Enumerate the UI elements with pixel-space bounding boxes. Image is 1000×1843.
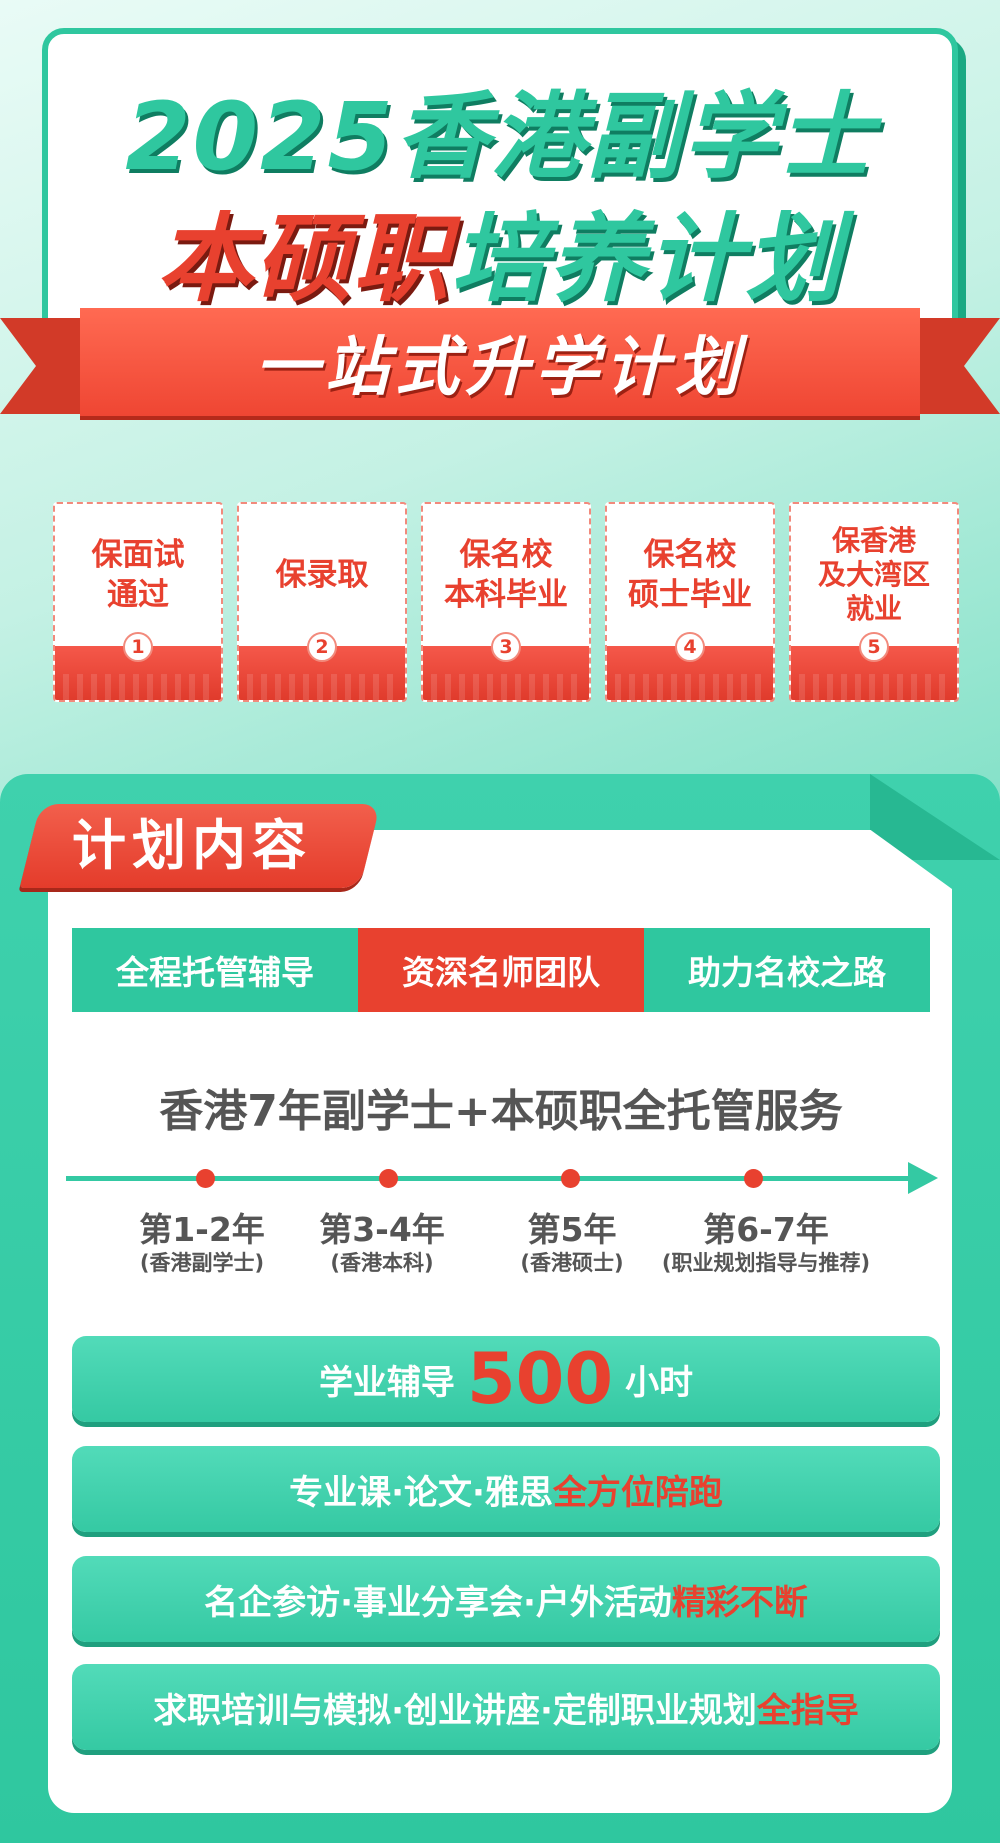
timeline-stage: 第1-2年 (香港副学士) — [82, 1210, 322, 1276]
timeline-year: 第1-2年 — [139, 1210, 265, 1249]
promise-card: 保名校 硕士毕业 4 — [605, 502, 775, 702]
timeline-year: 第6-7年 — [703, 1210, 829, 1249]
promise-card: 保名校 本科毕业 3 — [421, 502, 591, 702]
benefit-hours-number: 500 — [466, 1338, 614, 1420]
tab-senior-teachers[interactable]: 资深名师团队 — [358, 928, 644, 1012]
timeline-arrow-icon — [908, 1162, 938, 1194]
benefit-courses: 专业课·论文·雅思全方位陪跑 — [72, 1446, 940, 1532]
benefit-text: 专业课·论文·雅思 — [289, 1472, 553, 1513]
timeline-stage: 第3-4年 (香港本科) — [262, 1210, 502, 1276]
header-card: 2025香港副学士 本硕职培养计划 — [42, 28, 958, 348]
timeline-sub: (香港本科) — [330, 1251, 434, 1275]
title-red-part: 本硕职 — [157, 203, 451, 315]
feature-tabs: 全程托管辅导 资深名师团队 助力名校之路 — [72, 928, 930, 1012]
tab-top-schools[interactable]: 助力名校之路 — [644, 928, 930, 1012]
promise-number: 4 — [675, 632, 705, 662]
promise-card: 保录取 2 — [237, 502, 407, 702]
promise-text: 保面试 通过 — [91, 537, 185, 613]
tab-full-guidance[interactable]: 全程托管辅导 — [72, 928, 358, 1012]
benefit-highlight: 全方位陪跑 — [552, 1472, 723, 1513]
timeline-year: 第3-4年 — [319, 1210, 445, 1249]
ribbon-text: 一站式升学计划 — [255, 331, 745, 405]
promise-text: 保录取 — [275, 557, 369, 593]
title-green-part: 培养计划 — [451, 203, 843, 315]
timeline-dot — [561, 1169, 580, 1188]
promise-card: 保香港 及大湾区 就业 5 — [789, 502, 959, 702]
promise-band — [55, 646, 221, 700]
promise-number: 2 — [307, 632, 337, 662]
timeline-sub: (职业规划指导与推荐) — [661, 1251, 871, 1275]
timeline-line — [66, 1176, 926, 1181]
promise-text: 保名校 硕士毕业 — [628, 537, 752, 613]
timeline-stage: 第6-7年 (职业规划指导与推荐) — [646, 1210, 886, 1276]
promise-number: 1 — [123, 632, 153, 662]
timeline-sub: (香港硕士) — [520, 1251, 624, 1275]
timeline-dot — [744, 1169, 763, 1188]
benefit-activities: 名企参访·事业分享会·户外活动精彩不断 — [72, 1556, 940, 1642]
timeline-year: 第5年 — [527, 1210, 617, 1249]
benefit-tutoring-hours: 学业辅导 500 小时 — [72, 1336, 940, 1422]
plan-tab-title: 计划内容 — [72, 814, 312, 877]
benefit-text: 求职培训与模拟·创业讲座·定制职业规划 — [153, 1690, 757, 1731]
promise-number: 5 — [859, 632, 889, 662]
timeline-dot — [379, 1169, 398, 1188]
benefit-highlight: 精彩不断 — [671, 1582, 808, 1623]
title-line-1: 2025香港副学士 — [125, 83, 875, 192]
promise-card: 保面试 通过 1 — [53, 502, 223, 702]
ribbon-banner: 一站式升学计划 — [80, 308, 920, 416]
promise-band — [423, 646, 589, 700]
timeline-dot — [196, 1169, 215, 1188]
promise-number: 3 — [491, 632, 521, 662]
timeline-sub: (香港副学士) — [139, 1251, 265, 1275]
benefit-text: 学业辅导 — [318, 1362, 455, 1403]
benefit-text: 名企参访·事业分享会·户外活动 — [204, 1582, 672, 1623]
benefit-career: 求职培训与模拟·创业讲座·定制职业规划全指导 — [72, 1664, 940, 1750]
benefit-unit: 小时 — [625, 1362, 694, 1403]
benefit-highlight: 全指导 — [756, 1690, 859, 1731]
promise-text: 保名校 本科毕业 — [444, 537, 568, 613]
service-title: 香港7年副学士+本硕职全托管服务 — [159, 1086, 843, 1137]
title-line-2: 本硕职培养计划 — [48, 202, 952, 316]
promise-text: 保香港 及大湾区 就业 — [817, 524, 930, 625]
timeline-stage: 第5年 (香港硕士) — [452, 1210, 692, 1276]
